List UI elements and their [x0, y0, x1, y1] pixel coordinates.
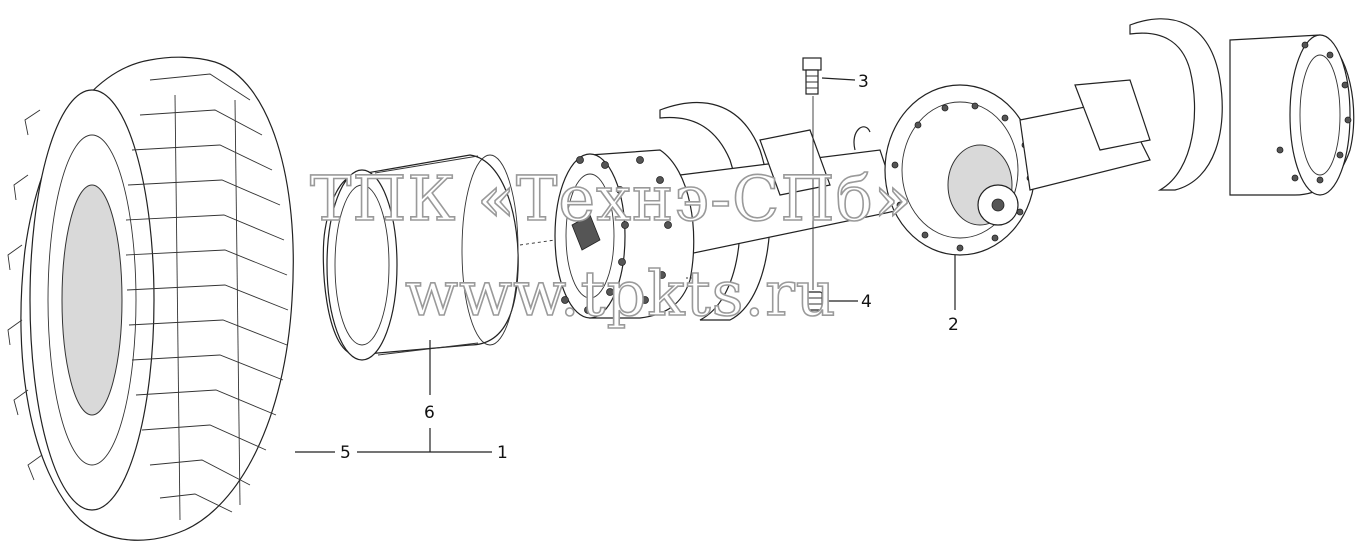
- rim-drawing: [322, 154, 519, 361]
- callout-1: 1: [497, 443, 508, 463]
- assembly-axis-lines: [519, 96, 814, 290]
- leader-lines: [295, 77, 956, 453]
- watermark-website: www.tpkts.ru: [405, 257, 837, 330]
- watermark-company: ТПК «Технэ-СПб»: [310, 162, 913, 235]
- tire-drawing: [7, 56, 294, 541]
- callout-3: 3: [858, 72, 869, 92]
- callout-6: 6: [424, 403, 435, 423]
- callout-2: 2: [948, 315, 959, 335]
- bolt-drawing: [802, 57, 822, 95]
- callout-4: 4: [861, 292, 872, 312]
- nut-drawing: [803, 291, 823, 311]
- callout-5: 5: [340, 443, 351, 463]
- axle-assembly-drawing: [554, 18, 1355, 321]
